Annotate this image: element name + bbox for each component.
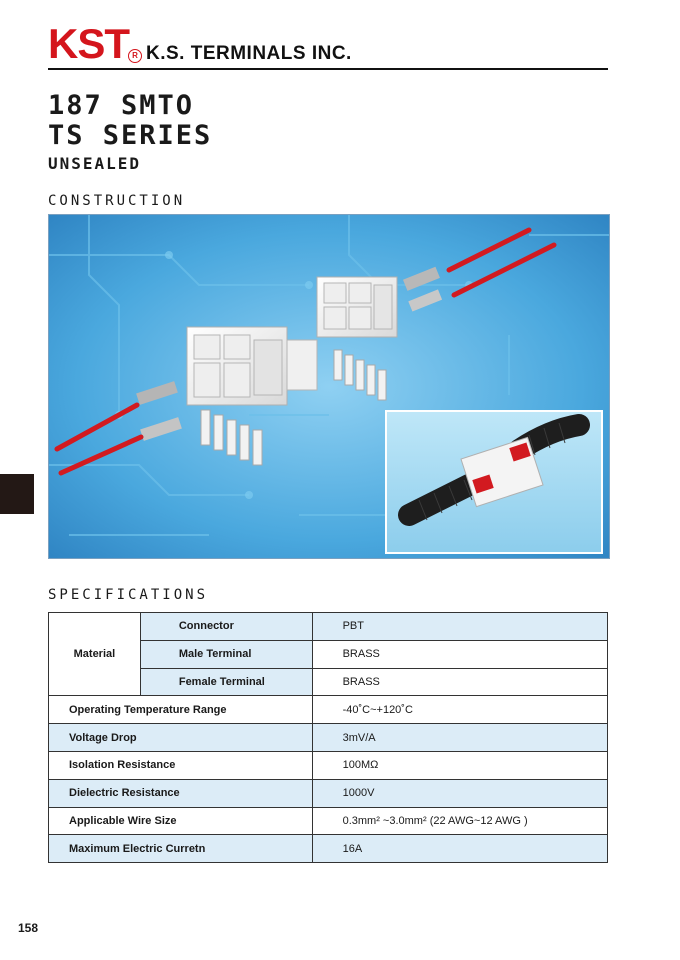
spec-value: PBT bbox=[311, 612, 609, 641]
spec-value: 100MΩ bbox=[311, 750, 609, 780]
table-row: Isolation Resistance 100MΩ bbox=[48, 750, 609, 780]
spec-label: Maximum Electric Curretn bbox=[48, 834, 313, 864]
product-title-line2: TS SERIES bbox=[48, 120, 213, 151]
spec-label: Male Terminal bbox=[139, 639, 313, 669]
spec-label: Connector bbox=[139, 612, 313, 641]
kst-logo: KST bbox=[48, 20, 130, 67]
spec-value: BRASS bbox=[311, 667, 609, 697]
table-row: Operating Temperature Range -40˚C~+120˚C bbox=[48, 695, 609, 725]
table-row: Male Terminal BRASS bbox=[49, 639, 609, 669]
spec-label: Applicable Wire Size bbox=[48, 806, 313, 836]
table-row: Applicable Wire Size 0.3mm² ~3.0mm² (22 … bbox=[48, 806, 609, 836]
header-rule bbox=[48, 68, 608, 70]
header: KST R K.S. TERMINALS INC. bbox=[48, 20, 608, 72]
spec-label: Voltage Drop bbox=[48, 723, 313, 752]
specifications-heading: SPECIFICATIONS bbox=[48, 587, 209, 603]
spec-value: 16A bbox=[311, 834, 609, 864]
construction-heading: CONSTRUCTION bbox=[48, 193, 186, 209]
construction-image bbox=[48, 214, 610, 559]
material-label: Material bbox=[48, 611, 141, 697]
spec-value: BRASS bbox=[311, 639, 609, 669]
spec-label: Female Terminal bbox=[139, 667, 313, 697]
table-row: Maximum Electric Curretn 16A bbox=[48, 834, 609, 864]
chapter-tab-marker bbox=[0, 474, 34, 514]
spec-value: -40˚C~+120˚C bbox=[311, 695, 609, 725]
product-subtitle: UNSEALED bbox=[48, 154, 142, 173]
registered-mark: R bbox=[128, 49, 142, 63]
page-number: 158 bbox=[18, 921, 39, 935]
table-row: Dielectric Resistance 1000V bbox=[48, 778, 609, 808]
table-row: Voltage Drop 3mV/A bbox=[48, 723, 609, 752]
specifications-table: Material Connector PBT Male Terminal BRA… bbox=[48, 611, 609, 864]
product-title-line1: 187 SMTO bbox=[48, 90, 195, 121]
spec-label: Isolation Resistance bbox=[48, 750, 313, 780]
spec-value: 1000V bbox=[311, 778, 609, 808]
company-name: K.S. TERMINALS INC. bbox=[146, 43, 352, 64]
spec-value: 0.3mm² ~3.0mm² (22 AWG~12 AWG ) bbox=[311, 806, 609, 836]
spec-value: 3mV/A bbox=[311, 723, 609, 752]
spec-label: Dielectric Resistance bbox=[48, 778, 313, 808]
table-row: Material Connector PBT bbox=[48, 611, 609, 697]
spec-label: Operating Temperature Range bbox=[48, 695, 313, 725]
